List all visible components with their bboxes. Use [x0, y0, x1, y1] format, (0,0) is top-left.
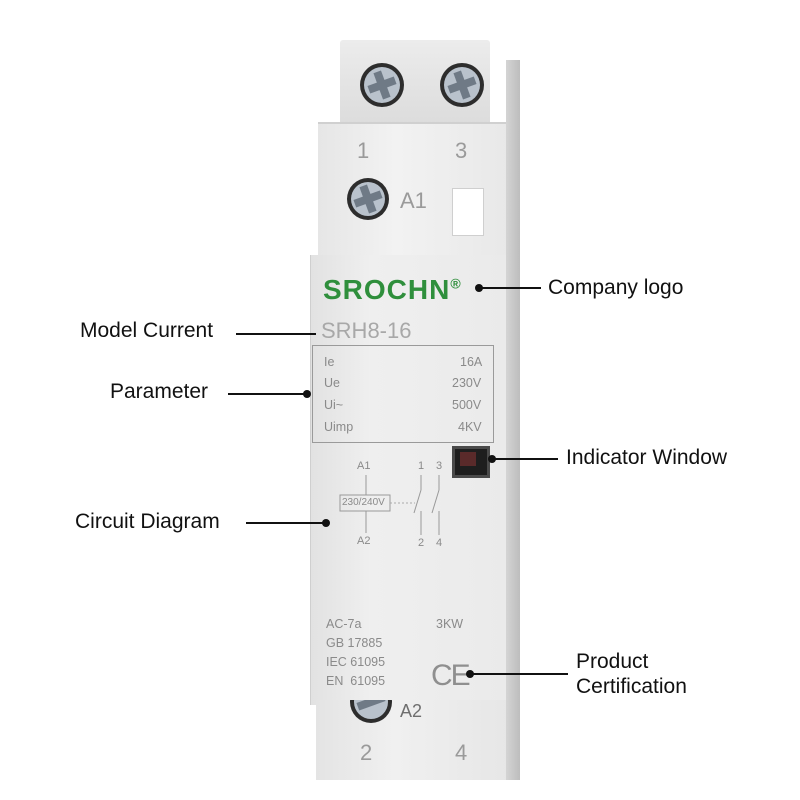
terminal-label-4: 4 [455, 740, 468, 765]
callout-product-certification-line2: Certification [576, 675, 687, 698]
callout-product-certification-line1: Product [576, 650, 649, 673]
param-row: 500V [452, 398, 482, 412]
terminal-slot [452, 188, 484, 236]
param-row: Ue [324, 376, 340, 390]
standard-iec: IEC 61095 [326, 655, 386, 669]
screw-icon [439, 62, 485, 108]
callout-line [246, 522, 326, 524]
callout-line [228, 393, 308, 395]
coil-terminal-a2: A2 [400, 701, 423, 721]
ce-mark-icon: CE [431, 659, 471, 692]
diagram-contact-2: 2 [418, 537, 425, 549]
terminal-label-2: 2 [360, 740, 373, 765]
callout-model-current: Model Current [80, 319, 214, 342]
param-row: Uimp [324, 420, 354, 434]
callout-line [492, 458, 558, 460]
callout-dot [303, 390, 311, 398]
screw-icon [349, 700, 393, 724]
standard-en: EN 61095 [326, 674, 386, 688]
coil-terminal-a1: A1 [400, 188, 427, 213]
terminal-label-1: 1 [357, 138, 370, 163]
param-row: 230V [452, 376, 482, 390]
callout-line [470, 673, 568, 675]
company-logo: SROCHN® [323, 274, 462, 306]
power-rating: 3KW [436, 617, 464, 631]
callout-dot [322, 519, 330, 527]
lower-housing [316, 700, 512, 780]
registered-mark: ® [450, 275, 462, 292]
diagram-contact-4: 4 [436, 537, 443, 549]
screw-icon [359, 62, 405, 108]
callout-parameter: Parameter [110, 380, 209, 403]
front-face [310, 255, 512, 705]
diagram-contact-1: 1 [418, 460, 425, 472]
model-label: SRH8-16 [321, 318, 412, 343]
callout-line [479, 287, 541, 289]
utilization-category: AC-7a [326, 617, 362, 631]
side-edge [506, 60, 520, 780]
parameter-box [312, 345, 494, 443]
brand-text: SROCHN [323, 274, 451, 305]
terminal-label-3: 3 [455, 138, 468, 163]
param-row: 16A [460, 355, 483, 369]
param-row: Ie [324, 355, 335, 369]
diagram-coil-voltage: 230/240V [342, 497, 385, 508]
callout-indicator-window: Indicator Window [566, 446, 728, 469]
diagram-a1: A1 [357, 460, 371, 472]
callout-line [236, 333, 316, 335]
callout-company-logo: Company logo [548, 276, 684, 299]
param-row: 4KV [458, 420, 482, 434]
callout-circuit-diagram: Circuit Diagram [75, 510, 220, 533]
standard-gb: GB 17885 [326, 636, 383, 650]
circuit-diagram [339, 475, 440, 535]
indicator-window-glass [460, 452, 476, 466]
screw-icon [346, 177, 390, 221]
diagram-a2: A2 [357, 535, 371, 547]
diagram-contact-3: 3 [436, 460, 443, 472]
param-row: Ui~ [324, 398, 344, 412]
